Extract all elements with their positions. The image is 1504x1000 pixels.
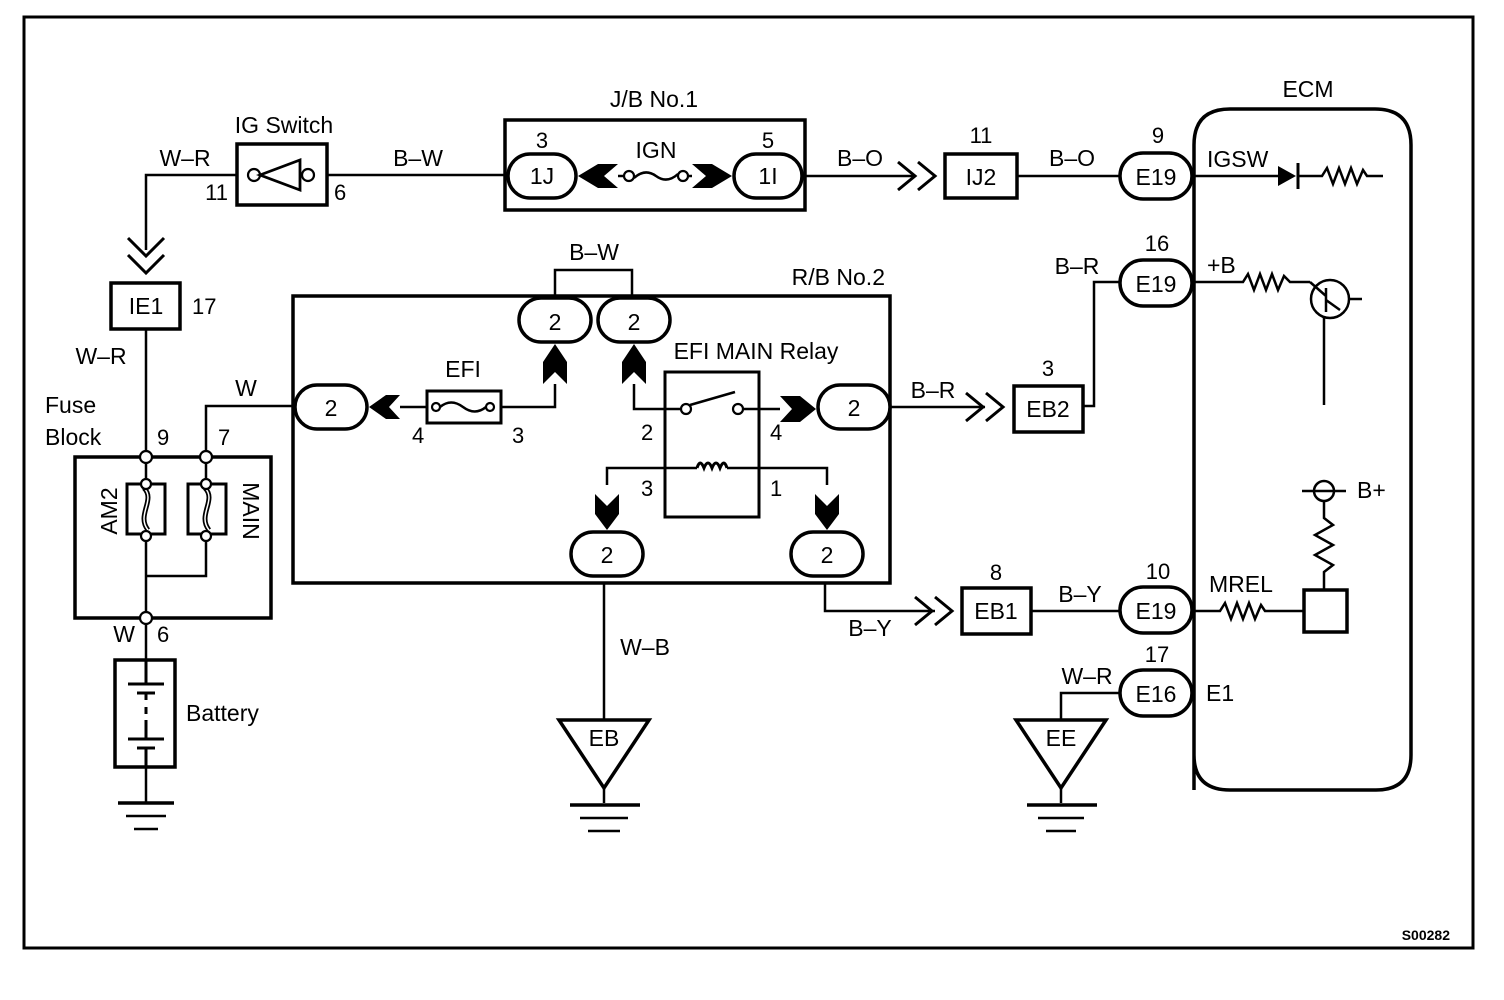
rb2-label: R/B No.2 <box>792 264 885 290</box>
svg-text:11: 11 <box>970 123 993 148</box>
ig-switch: IG Switch 11 6 <box>205 112 346 207</box>
relay-block-2: R/B No.2 B–W 2 2 2 EFI 4 3 EFI MAIN Rela… <box>291 239 892 585</box>
connector-eb1 <box>960 586 1033 636</box>
svg-text:9: 9 <box>157 425 169 450</box>
ig-switch-pin-out: 6 <box>334 180 346 205</box>
ig-switch-pin-in: 11 <box>205 180 228 205</box>
svg-text:9: 9 <box>1152 123 1164 148</box>
svg-text:3: 3 <box>641 476 653 501</box>
svg-text:E19: E19 <box>1136 271 1177 297</box>
ground-ee: EE <box>1012 718 1110 833</box>
svg-text:MAIN: MAIN <box>238 482 264 540</box>
wire-relay-out-label: B–R <box>911 377 956 403</box>
wire-ee-ecm-label: W–R <box>1061 663 1112 689</box>
svg-text:2: 2 <box>549 309 562 335</box>
battery-label: Battery <box>186 700 259 726</box>
svg-text:EB: EB <box>589 725 620 751</box>
svg-text:1I: 1I <box>758 163 777 189</box>
battery: Battery <box>113 624 259 831</box>
wire-jb-out-label: B–O <box>837 145 883 171</box>
svg-text:2: 2 <box>821 542 834 568</box>
jb1-label: J/B No.1 <box>610 86 698 112</box>
svg-text:E19: E19 <box>1136 164 1177 190</box>
wire-eb2-ecm-label: B–R <box>1055 253 1100 279</box>
svg-text:E19: E19 <box>1136 598 1177 624</box>
ecm-label: ECM <box>1282 76 1333 102</box>
diagram-id-code: S00282 <box>1402 927 1450 943</box>
svg-text:3: 3 <box>1042 356 1054 381</box>
wire-ig-in <box>144 173 237 250</box>
svg-text:6: 6 <box>157 622 169 647</box>
ecm-bplus-label: B+ <box>1357 477 1386 503</box>
svg-text:17: 17 <box>192 294 216 319</box>
diagram-frame <box>22 15 1475 950</box>
ecm: ECM <box>1192 76 1413 792</box>
svg-text:1J: 1J <box>530 163 554 189</box>
svg-text:IE1: IE1 <box>129 293 164 319</box>
svg-text:17: 17 <box>1145 642 1169 667</box>
svg-text:EB1: EB1 <box>974 598 1017 624</box>
wire-ig-out-label: B–W <box>393 145 443 171</box>
wire-ie1-fuse-label: W–R <box>75 343 126 369</box>
svg-text:Fuse: Fuse <box>45 392 96 418</box>
svg-text:8: 8 <box>990 560 1002 585</box>
svg-text:E16: E16 <box>1136 681 1177 707</box>
svg-text:2: 2 <box>628 309 641 335</box>
svg-text:IJ2: IJ2 <box>966 164 997 190</box>
svg-text:3: 3 <box>536 128 548 153</box>
connector-eb2 <box>1012 384 1085 434</box>
svg-text:EB2: EB2 <box>1026 396 1069 422</box>
svg-text:MREL: MREL <box>1209 571 1273 597</box>
wire-fuse-main-label: W <box>235 375 257 401</box>
wire-eb1-ecm-label: B–Y <box>1058 581 1101 607</box>
ign-fuse-label: IGN <box>636 137 677 163</box>
efi-main-relay-label: EFI MAIN Relay <box>674 338 839 364</box>
svg-text:EE: EE <box>1046 725 1077 751</box>
ig-switch-label: IG Switch <box>235 112 333 138</box>
wire-ig-in-label: W–R <box>159 145 210 171</box>
svg-text:2: 2 <box>641 420 653 445</box>
svg-text:4: 4 <box>770 420 782 445</box>
svg-text:E1: E1 <box>1206 680 1234 706</box>
svg-text:2: 2 <box>848 395 861 421</box>
svg-text:AM2: AM2 <box>96 487 122 534</box>
ground-eb: EB <box>555 718 653 833</box>
svg-text:+B: +B <box>1207 252 1236 278</box>
wire-rb-top-label: B–W <box>569 239 619 265</box>
svg-text:10: 10 <box>1146 559 1170 584</box>
efi-fuse-label: EFI <box>445 356 481 382</box>
connector-1i <box>732 152 804 200</box>
svg-text:2: 2 <box>601 542 614 568</box>
wire-ij2-ecm-label: B–O <box>1049 145 1095 171</box>
wire-battery-label: W <box>113 621 135 647</box>
svg-text:5: 5 <box>762 128 774 153</box>
fuse-block: Fuse Block 9 7 AM2 MAIN 6 <box>45 392 273 647</box>
svg-text:2: 2 <box>325 395 338 421</box>
svg-text:Block: Block <box>45 424 102 450</box>
svg-text:1: 1 <box>770 476 782 501</box>
ecm-connector-igsw <box>1118 151 1194 201</box>
svg-text:7: 7 <box>218 425 230 450</box>
connector-ie1 <box>109 281 182 331</box>
svg-text:IGSW: IGSW <box>1207 146 1269 172</box>
svg-text:3: 3 <box>512 423 524 448</box>
wire-relay-coil-label: B–Y <box>848 615 891 641</box>
wire-rb-ground-label: W–B <box>620 634 670 660</box>
connector-1j <box>506 152 578 200</box>
svg-text:4: 4 <box>412 423 424 448</box>
junction-block-1: J/B No.1 1J 3 1I 5 IGN <box>503 86 807 212</box>
svg-text:16: 16 <box>1145 231 1169 256</box>
connector-ij2 <box>943 152 1019 200</box>
